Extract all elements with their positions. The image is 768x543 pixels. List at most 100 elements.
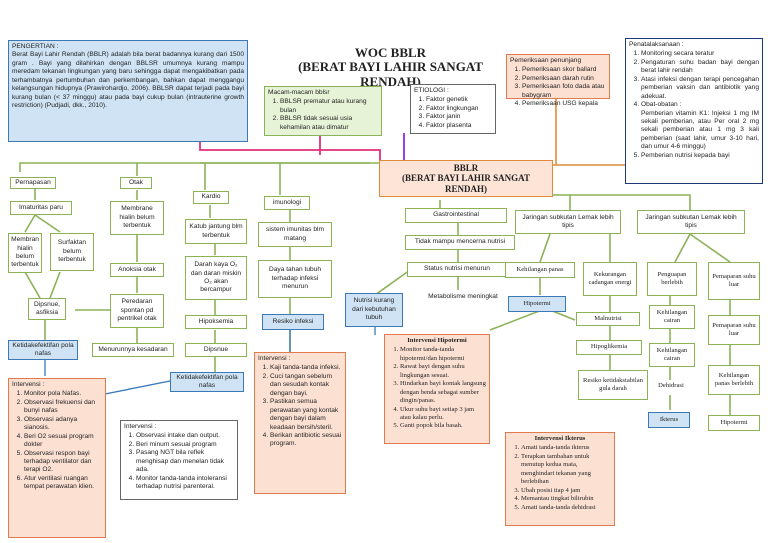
intervensi-hipotermi-item: Monitor tanda-tanda hipotermi/dan hipote… <box>400 346 486 363</box>
etiologi-item: Faktor lingkungan <box>426 105 492 113</box>
intervensi-nafas-box: Intervensi : Monitor pola Nafas. Observa… <box>8 378 106 538</box>
intervensi-ikterus-box: Intervensi Ikterus Amati tanda-tanda ikt… <box>505 432 615 526</box>
intervensi-infeksi-list: Kaji tanda-tanda infeksi. Cuci tangan se… <box>258 364 342 448</box>
node-sistem-imunitas: sistem imunitas blm matang <box>258 222 332 247</box>
penunjang-list: Pemeriksaan skor ballard Pemeriksaan dar… <box>510 66 606 108</box>
diagnosis-ketidakefektifan-nafas-2: Ketidakefektifan pola nafas <box>170 372 244 392</box>
node-kehilangan-panas: Kehilangan panas <box>505 262 575 278</box>
intervensi-nafas-item: Observasi respon bayi terhadap ventilato… <box>24 450 102 475</box>
node-hipoglikemia: Hipoglikemia <box>576 340 642 355</box>
node-metabolisme: Metabolisme meningkat <box>428 293 498 300</box>
penunjang-box: Pemeriksaan penunjang Pemeriksaan skor b… <box>506 54 610 107</box>
center-line1: BBLR <box>453 163 479 173</box>
penunjang-item: Pemeriksaan darah rutin <box>522 75 606 83</box>
diagnosis-nutrisi-kurang: Nutrisi kurang dari kebutuhan tubuh <box>345 293 403 327</box>
penatalaksanaan-item: Obat-obatan : Pemberian vitamin K1: Inje… <box>641 101 759 152</box>
node-dehidrasi: Dehidrasi <box>658 382 684 389</box>
title-line2: (BERAT BAYI LAHIR SANGAT RENDAH) <box>298 59 483 89</box>
center-line2: (BERAT BAYI LAHIR SANGAT <box>402 173 530 184</box>
macam-item: BBLSR prematur atau kurang bulan <box>280 98 378 115</box>
penatalaksanaan-list: Monitoring secara teratur Pengaturan suh… <box>629 50 759 160</box>
node-membran-hialin: Membran hialin belum terbentuk <box>8 233 42 273</box>
intervensi-ikterus-item: Amati tanda-tanda dehidrasi <box>521 504 611 512</box>
node-jaringan-2: Jaringan subkutan Lemak lebih tipis <box>637 210 745 234</box>
intervensi-hipotermi-box: Intervensi Hipotermi Monitor tanda-tanda… <box>384 334 490 444</box>
node-otak: Otak <box>120 177 152 189</box>
etiologi-list: Faktor genetik Faktor lingkungan Faktor … <box>414 96 492 130</box>
node-hipotermi: Hipotermi <box>708 415 760 431</box>
diagnosis-resiko-infeksi: Resiko infeksi <box>262 314 324 330</box>
penunjang-item: Pemeriksaan skor ballard <box>522 66 606 74</box>
node-katub: Katub jantung blm terbentuk <box>185 219 247 244</box>
etiologi-heading: ETIOLOGI : <box>414 87 449 94</box>
etiologi-item: Faktor janin <box>426 113 492 121</box>
intervensi-hipotermi-item: Rawat bayi dengan suhu lingkungan sesuai… <box>400 363 486 380</box>
node-dipsnue: Dipsnue <box>185 343 247 357</box>
intervensi-nafas-list: Monitor pola Nafas. Observasi frekuensi … <box>12 390 102 491</box>
node-darah-kaya: Darah kaya O₂ dan daran miskin O₂ akan b… <box>185 256 247 300</box>
node-menurunnya-kesadaran: Menurunnya kesadaran <box>92 343 174 357</box>
intervensi-ikterus-heading: Intervensi Ikterus <box>534 435 586 442</box>
intervensi-nutrisi-heading: Intervensi : <box>124 423 157 430</box>
center-line3: RENDAH) <box>445 183 487 194</box>
node-malnutrisi: Malnutrisi <box>576 312 640 326</box>
node-surfaktan: Surfaktan belum terbentuk <box>50 233 94 271</box>
intervensi-ikterus-item: Memantau tingkat bilirubin <box>521 495 611 503</box>
penatalaksanaan-heading: Penatalaksanaan : <box>629 41 684 48</box>
intervensi-hipotermi-item: Hindarkan bayi kontak langsung dengan be… <box>400 380 486 405</box>
intervensi-infeksi-item: Kaji tanda-tanda infeksi. <box>270 364 342 372</box>
penatalaksanaan-item: Monitoring secara teratur <box>641 50 759 58</box>
page-title: WOC BBLR (BERAT BAYI LAHIR SANGAT RENDAH… <box>268 45 513 89</box>
intervensi-nafas-item: Atur ventilasi ruangan tempat perawatan … <box>24 475 102 492</box>
node-pernapasan: Pernapasan <box>10 177 56 189</box>
title-line1: WOC BBLR <box>354 45 427 60</box>
intervensi-nutrisi-item: Beri minum sesuai program <box>136 441 234 449</box>
node-hipoksemia: Hipoksemia <box>185 315 247 329</box>
intervensi-ikterus-item: Ubah posisi tiap 4 jam <box>521 487 611 495</box>
intervensi-nutrisi-list: Observasi intake dan output. Beri minum … <box>124 432 234 491</box>
intervensi-nafas-item: Observasi frekuensi dan bunyi nafas <box>24 399 102 416</box>
intervensi-ikterus-item: Amati tanda-tanda ikterus <box>521 444 611 452</box>
intervensi-hipotermi-heading: Intervensi Hipotermi <box>407 337 467 344</box>
penunjang-item: Pemeriksaan foto dada atau babygram <box>522 83 606 100</box>
node-gastrointestinal: Gastrointestinal <box>405 208 507 223</box>
intervensi-nafas-item: Beri O2 sesuai program dokter <box>24 433 102 450</box>
intervensi-nutrisi-item: Observasi intake dan output. <box>136 432 234 440</box>
node-kehilangan-cairan-1: Kehilangan cairan <box>649 305 695 329</box>
macam-item: BBLSR tidak sesuai usia kehamilan atau d… <box>280 115 378 132</box>
node-resiko-ketidakstabilan: Resiko ketidakstabilan gula darah <box>578 370 648 400</box>
node-imunologi: imunologi <box>264 196 310 210</box>
intervensi-nafas-item: Observasi adanya sianosis. <box>24 416 102 433</box>
macam-list: BBLSR prematur atau kurang bulan BBLSR t… <box>268 98 378 132</box>
node-pemaparan-1: Pemaparan suhu luar <box>708 262 760 300</box>
etiologi-box: ETIOLOGI : Faktor genetik Faktor lingkun… <box>410 84 496 134</box>
diagnosis-ketidakefektifan-nafas: Ketidakefektifan pola nafas <box>8 340 78 360</box>
node-kardio: Kardio <box>193 191 229 204</box>
diagnosis-ikterus: Ikterus <box>648 412 690 428</box>
penatalaksanaan-item: Pengaturan suhu badan bayi dengan berat … <box>641 59 759 76</box>
node-status-nutrisi: Status nutrisi menurun <box>407 262 507 277</box>
node-dipsnue-asfiksia: Dipsnue, asfiksia <box>28 298 66 320</box>
intervensi-nafas-heading: Intervensi : <box>12 381 45 388</box>
node-tidak-mampu: Tidak mampu mencerna nutrisi <box>405 235 515 250</box>
intervensi-ikterus-item: Terapkan tambahan untuk menutup kedua ma… <box>521 453 611 487</box>
penatalaksanaan-box: Penatalaksanaan : Monitoring secara tera… <box>625 38 763 184</box>
intervensi-infeksi-heading: Intervensi : <box>258 355 291 362</box>
node-imaturitas-paru: Imaturitas paru <box>10 201 72 215</box>
intervensi-hipotermi-item: Ganti popok bila basah. <box>400 422 486 430</box>
node-membrane-hialin-otak: Membrane hialin belum terbentuk <box>110 201 164 235</box>
pengertian-body: Berat Bayi Lahir Rendah (BBLR) adalah bi… <box>12 51 244 110</box>
pengertian-heading: PENGERTIAN : <box>12 43 59 50</box>
node-kehilangan-panas-berlebih: Kehilangan panas berlebih <box>708 365 760 395</box>
node-jaringan-1: Jaringan subkutan Lemak lebih tipis <box>515 210 621 234</box>
node-anoksia-otak: Anoksia otak <box>110 263 164 277</box>
penunjang-heading: Pemeriksaan penunjang <box>510 57 582 64</box>
node-kehilangan-cairan-2: Kehilangan cairan <box>649 343 695 367</box>
etiologi-item: Faktor genetik <box>426 96 492 104</box>
node-daya-tahan: Daya tahan tubuh terhadap infeksi menuru… <box>258 260 332 298</box>
intervensi-infeksi-item: Berikan antibiotic sesuai program. <box>270 432 342 449</box>
intervensi-nutrisi-box: Intervensi : Observasi intake dan output… <box>120 420 238 500</box>
macam-box: Macam-macam bblsr BBLSR prematur atau ku… <box>264 86 382 136</box>
intervensi-nutrisi-item: Monitor tanda-tanda intoleransi terhadap… <box>136 475 234 492</box>
